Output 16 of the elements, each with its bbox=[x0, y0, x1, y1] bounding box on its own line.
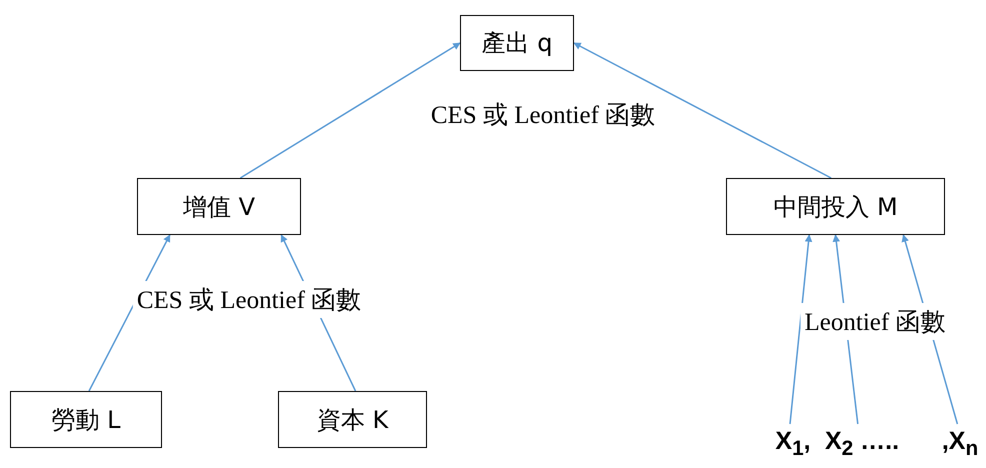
variable-label: X$_{1}$, bbox=[775, 427, 811, 461]
arrow bbox=[789, 234, 812, 424]
box bbox=[137, 178, 301, 235]
node-label: 資本 K bbox=[316, 404, 388, 436]
box bbox=[726, 178, 945, 235]
node-label: 中間投入 M bbox=[773, 192, 898, 222]
node-label: 產出 q bbox=[482, 28, 552, 59]
arrow bbox=[240, 42, 461, 179]
variable-label: X$_{2}$ ….. bbox=[824, 427, 900, 461]
box bbox=[460, 15, 574, 71]
variable-label: ,X$_{n}$ bbox=[942, 427, 978, 461]
node-label: 勞動 L bbox=[52, 404, 120, 436]
node-label: 增值 V bbox=[182, 192, 256, 222]
box bbox=[278, 391, 427, 448]
arrow bbox=[573, 42, 832, 179]
box bbox=[10, 391, 162, 448]
